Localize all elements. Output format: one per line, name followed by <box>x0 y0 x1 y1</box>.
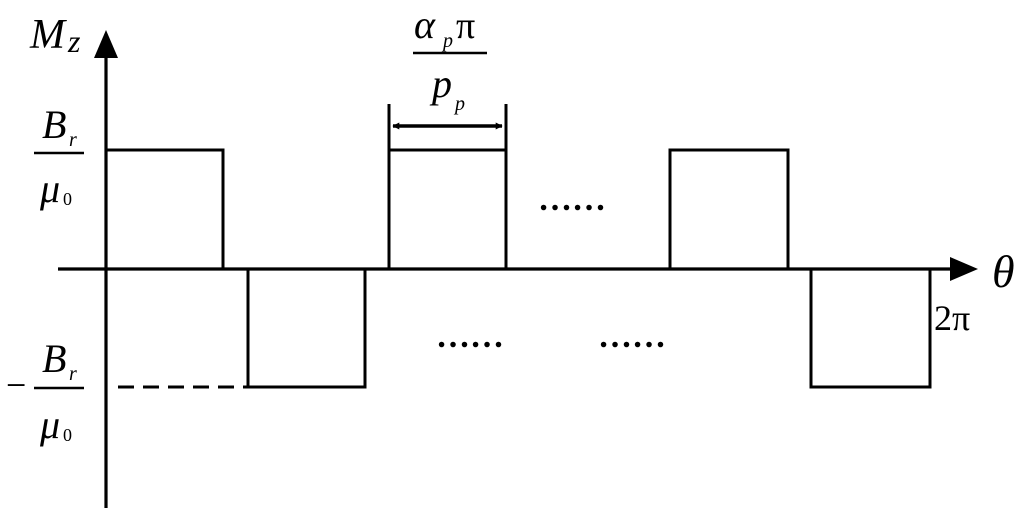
neg-level-minus-sign: − <box>6 365 26 405</box>
neg-level-numerator: B <box>42 336 66 381</box>
period-end-label: 2π <box>934 298 970 338</box>
width-p-subscript: p <box>453 93 465 115</box>
width-p-symbol: p <box>429 61 452 106</box>
width-alpha-symbol: α <box>414 2 436 47</box>
pos-level-denominator-subscript: 0 <box>63 189 72 209</box>
x-axis-arrowhead <box>950 257 978 281</box>
y-axis-arrowhead <box>94 30 118 58</box>
y-axis-label-subscript: z <box>67 23 81 59</box>
negative-pulse-2 <box>809 269 932 389</box>
neg-level-numerator-subscript: r <box>69 363 77 385</box>
negative-pulse-1 <box>246 269 367 389</box>
ellipsis-upper: …… <box>538 181 606 218</box>
y-axis-label: M <box>29 12 67 58</box>
positive-pulse-1 <box>106 148 225 269</box>
neg-level-denominator-subscript: 0 <box>63 425 72 445</box>
pos-level-denominator: μ <box>39 166 60 211</box>
ellipsis-lower-right: …… <box>598 318 666 355</box>
positive-pulse-3 <box>668 148 790 269</box>
width-alpha-subscript: p <box>441 30 453 52</box>
width-pi-symbol: π <box>456 5 475 47</box>
pos-level-numerator-subscript: r <box>69 129 77 151</box>
positive-pulse-2 <box>387 148 508 269</box>
x-axis-label: θ <box>992 246 1015 297</box>
ellipsis-lower-left: …… <box>436 318 504 355</box>
neg-level-denominator: μ <box>39 402 60 447</box>
pos-level-numerator: B <box>42 102 66 147</box>
